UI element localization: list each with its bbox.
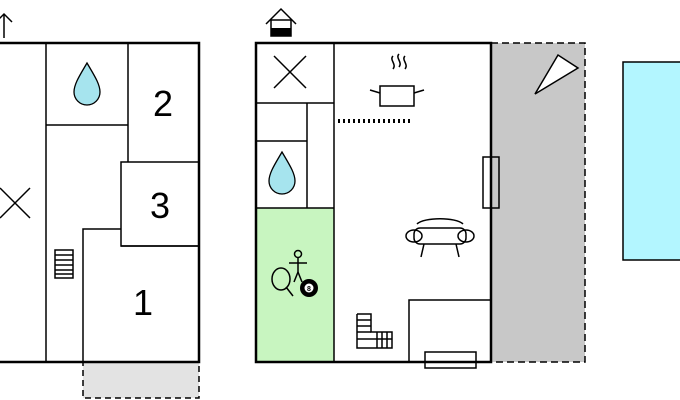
stairs-icon bbox=[54, 249, 74, 279]
cross-icon bbox=[273, 55, 307, 89]
stairs-icon bbox=[356, 313, 393, 349]
floor-plan-right: 8 bbox=[254, 7, 680, 369]
room-label-2: 2 bbox=[153, 83, 173, 124]
cooking-pot-icon bbox=[369, 53, 425, 107]
svg-text:8: 8 bbox=[307, 286, 311, 293]
up-arrow-icon bbox=[0, 12, 13, 38]
room-label-1: 1 bbox=[133, 282, 153, 323]
terrace-umbrella-icon bbox=[534, 53, 580, 95]
interior-wall bbox=[82, 228, 121, 362]
game-room bbox=[256, 208, 334, 362]
interior-wall bbox=[408, 299, 491, 362]
floor-plan-left: 2 3 1 bbox=[0, 12, 201, 399]
window bbox=[424, 351, 477, 369]
table-tennis-icon bbox=[271, 249, 307, 297]
armchair-icon bbox=[405, 218, 475, 258]
billiard-ball-icon: 8 bbox=[300, 279, 318, 297]
water-drop-icon bbox=[73, 61, 101, 106]
water-drop-icon bbox=[268, 150, 296, 195]
window bbox=[482, 156, 500, 209]
pool-area bbox=[622, 61, 680, 261]
terrace-area bbox=[490, 42, 586, 363]
outer-wall bbox=[254, 41, 493, 364]
room-label-3: 3 bbox=[150, 185, 170, 226]
entrance-house-icon bbox=[265, 7, 297, 37]
cross-icon bbox=[0, 187, 31, 219]
patio-area bbox=[82, 361, 200, 399]
